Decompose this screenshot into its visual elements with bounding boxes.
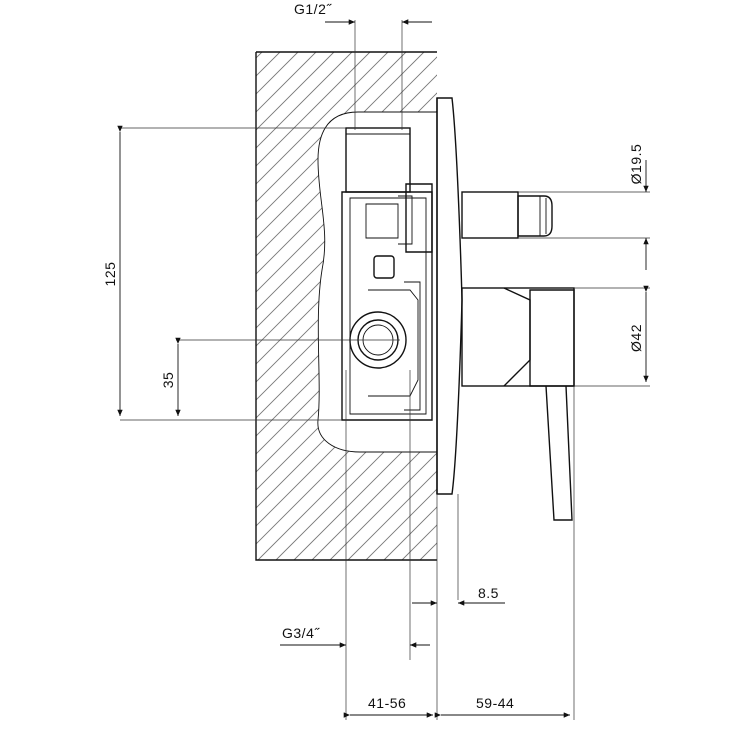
label-diameter-19-5: Ø19.5 [628, 144, 644, 185]
hatch-line [347, 52, 437, 560]
label-height-125: 125 [102, 262, 118, 287]
label-depth-front: 59-44 [476, 695, 514, 711]
hatch-line [419, 52, 437, 560]
label-outlet-thread: G3/4˝ [282, 625, 320, 641]
hatch-line [256, 52, 371, 560]
hatch-line [383, 52, 437, 560]
label-offset-35: 35 [160, 372, 176, 389]
dimension-lines [117, 19, 649, 718]
extension-lines [120, 20, 650, 720]
cover-plate [436, 97, 463, 495]
hatch-line [311, 52, 437, 560]
label-depth-wall: 41-56 [368, 695, 406, 711]
valve-body [341, 127, 433, 421]
hatch-line [256, 52, 437, 560]
label-diameter-42: Ø42 [628, 324, 644, 352]
hatch-line [256, 52, 437, 560]
lever-handle [461, 287, 575, 521]
hatch-line [293, 52, 437, 560]
hatch-line [256, 52, 437, 560]
hatch-line [256, 52, 437, 560]
hatch-line [256, 52, 353, 560]
label-inlet-thread: G1/2˝ [294, 1, 332, 17]
hatch-line [256, 52, 437, 560]
hatch-line [438, 52, 753, 560]
hatch-line [256, 52, 389, 560]
hatch-line [329, 52, 437, 560]
hatch-line [275, 52, 437, 560]
hatch-line [256, 52, 437, 560]
label-plate-8-5: 8.5 [478, 585, 499, 601]
hatch-line [256, 52, 437, 560]
diverter-knob [461, 191, 553, 239]
hatch-line [257, 52, 437, 560]
